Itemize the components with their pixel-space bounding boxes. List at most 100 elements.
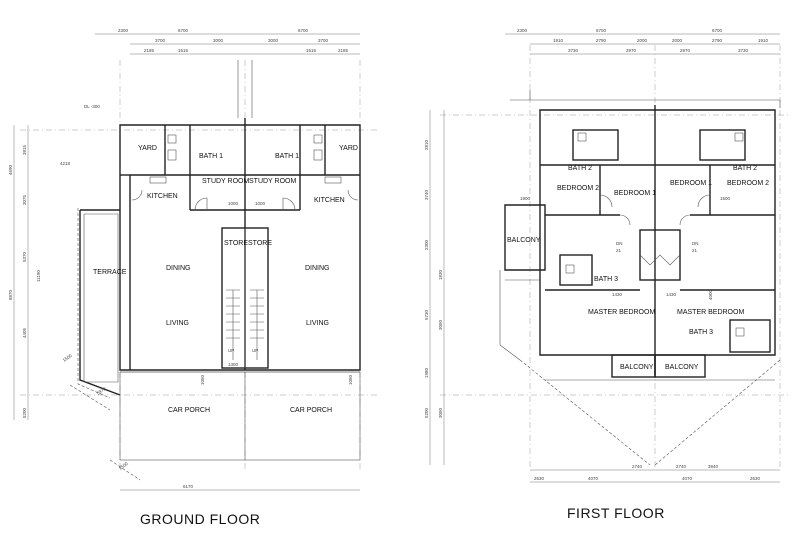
ff-room-bath2-right: BATH 2 — [733, 165, 757, 172]
gf-room-dining-right: DINING — [305, 265, 330, 272]
ff-room-bedroom1-left: BEDROOM 1 — [614, 190, 656, 197]
ff-room-bedroom2-right: BEDROOM 2 — [727, 180, 769, 187]
ff-room-bath3-left: BATH 3 — [594, 276, 618, 283]
gf-sink-left-icon — [149, 176, 167, 184]
gf-dim-bottom: 6170 — [183, 484, 194, 489]
ff-room-balcony-right: BALCONY — [665, 364, 699, 371]
gf-dim-top-b: 3000 — [213, 38, 224, 43]
gf-room-bath-left: BATH 1 — [199, 153, 223, 160]
ff-dim-small-d: 1500 — [720, 196, 731, 201]
gf-room-bath-right: BATH 1 — [275, 153, 299, 160]
ff-dim-top-total-left: 6700 — [596, 28, 607, 33]
ff-room-bath3-right: BATH 3 — [689, 329, 713, 336]
ff-dim-top-total-right: 6700 — [712, 28, 723, 33]
ff-dim-side-d: 1830 — [438, 269, 443, 280]
ff-dim-small-a: 1430 — [612, 292, 623, 297]
ff-dim-side-i: 3050 — [438, 407, 443, 418]
ff-dim-side-e: 5730 — [424, 309, 429, 320]
gf-sink-right-icon — [324, 176, 342, 184]
gf-room-dining-left: DINING — [166, 265, 191, 272]
gf-basin-right-icon — [313, 149, 323, 161]
ff-dim-bot-g: 2630 — [750, 476, 761, 481]
ff-bath3-left-icon — [565, 264, 575, 274]
gf-dim-mid-a: 1500 — [62, 353, 73, 363]
gf-dim-top-e: 2185 — [144, 48, 155, 53]
gf-dim-porch-a: 1050 — [200, 374, 205, 385]
ff-bath3-right-icon — [735, 327, 745, 337]
gf-dim-yard: 4218 — [60, 161, 71, 166]
ff-dn-left: DN — [616, 241, 623, 246]
ff-dim-top-c: 2000 — [637, 38, 648, 43]
ff-dim-bot-c: 3940 — [708, 464, 719, 469]
ff-room-balcony-side: BALCONY — [507, 237, 541, 244]
ff-dim-side-a: 2810 — [424, 139, 429, 150]
ff-toilet-left-icon — [577, 132, 587, 142]
gf-toilet-left-icon — [167, 134, 177, 144]
ff-dim-bot-d: 2630 — [534, 476, 545, 481]
gf-room-living-right: LIVING — [306, 320, 329, 327]
gf-dim-side-c: 3075 — [22, 194, 27, 205]
ff-dim-top-f: 1910 — [758, 38, 769, 43]
gf-stair-up-left: UP — [228, 348, 234, 353]
ff-dim-side-c: 2300 — [424, 239, 429, 250]
gf-dim-top-c: 3000 — [268, 38, 279, 43]
ground-floor-plan: 2300 6700 6700 3700 3000 3000 3700 2185 … — [8, 28, 380, 491]
gf-room-carporch-right: CAR PORCH — [290, 407, 332, 414]
first-floor-caption: FIRST FLOOR — [567, 505, 665, 521]
ff-dim-top-left: 2300 — [517, 28, 528, 33]
ff-dim-side-g: 1980 — [424, 367, 429, 378]
gf-stair-up-right: UP — [252, 348, 258, 353]
gf-door-dim-a: 1000 — [228, 201, 239, 206]
gf-level: DL -300 — [84, 104, 100, 109]
gf-room-living-left: LIVING — [166, 320, 189, 327]
ff-dim-top-h: 2970 — [626, 48, 637, 53]
first-floor-plan: 2300 6700 6700 1910 2790 2000 2000 2790 … — [424, 28, 790, 483]
gf-door-dim-b: 1000 — [255, 201, 266, 206]
gf-dim-top-f: 1515 — [178, 48, 189, 53]
gf-dim-top-left: 2300 — [118, 28, 129, 33]
gf-dim-side-a: 4690 — [8, 164, 13, 175]
ff-dim-small-c: 1900 — [520, 196, 531, 201]
gf-room-yard-right: YARD — [339, 145, 358, 152]
ff-room-bedroom1-right: BEDROOM 1 — [670, 180, 712, 187]
gf-dim-top-total-right: 6700 — [298, 28, 309, 33]
gf-dim-porch-b: 1050 — [348, 374, 353, 385]
gf-dim-top-h: 2185 — [338, 48, 349, 53]
gf-room-study-left: STUDY ROOM — [202, 178, 249, 185]
ff-room-master-right: MASTER BEDROOM — [677, 309, 744, 316]
gf-dim-side-b: 3815 — [22, 144, 27, 155]
ff-dim-side-b: 3740 — [424, 189, 429, 200]
ff-dim-top-i: 2970 — [680, 48, 691, 53]
gf-dim-top-total-left: 6700 — [178, 28, 189, 33]
ff-step-left: 21 — [616, 248, 622, 253]
gf-room-store-left: STORE — [224, 240, 248, 247]
ff-dim-top-g: 3730 — [568, 48, 579, 53]
ff-step-right: 21 — [692, 248, 698, 253]
gf-basin-left-icon — [167, 149, 177, 161]
gf-room-store-right: STORE — [248, 240, 272, 247]
gf-dim-side-d: 8870 — [8, 289, 13, 300]
ff-dim-top-a: 1910 — [553, 38, 564, 43]
gf-dim-mid-b: 5978 — [96, 386, 107, 396]
gf-dim-side-g: 4405 — [22, 327, 27, 338]
ff-room-bath2-left: BATH 2 — [568, 165, 592, 172]
ff-dim-small-b: 1430 — [666, 292, 677, 297]
ff-room-bedroom2-left: BEDROOM 2 — [557, 185, 599, 192]
gf-room-kitchen-left: KITCHEN — [147, 193, 178, 200]
gf-stair-dim: 1300 — [228, 362, 239, 367]
ff-dim-top-j: 3730 — [738, 48, 749, 53]
gf-dim-top-g: 1515 — [306, 48, 317, 53]
gf-room-carporch-left: CAR PORCH — [168, 407, 210, 414]
gf-dim-top-a: 3700 — [155, 38, 166, 43]
ground-floor-caption: GROUND FLOOR — [140, 511, 261, 527]
gf-room-study-right: STUDY ROOM — [249, 178, 296, 185]
ff-dim-side-h: 5200 — [424, 407, 429, 418]
ff-toilet-right-icon — [734, 132, 744, 142]
ff-dn-right: DN — [692, 241, 699, 246]
ff-dim-side-f: 3050 — [438, 319, 443, 330]
ff-dim-bot-b: 2740 — [676, 464, 687, 469]
ff-dim-bot-f: 4070 — [682, 476, 693, 481]
gf-dim-top-d: 3700 — [318, 38, 329, 43]
gf-room-kitchen-right: KITCHEN — [314, 197, 345, 204]
